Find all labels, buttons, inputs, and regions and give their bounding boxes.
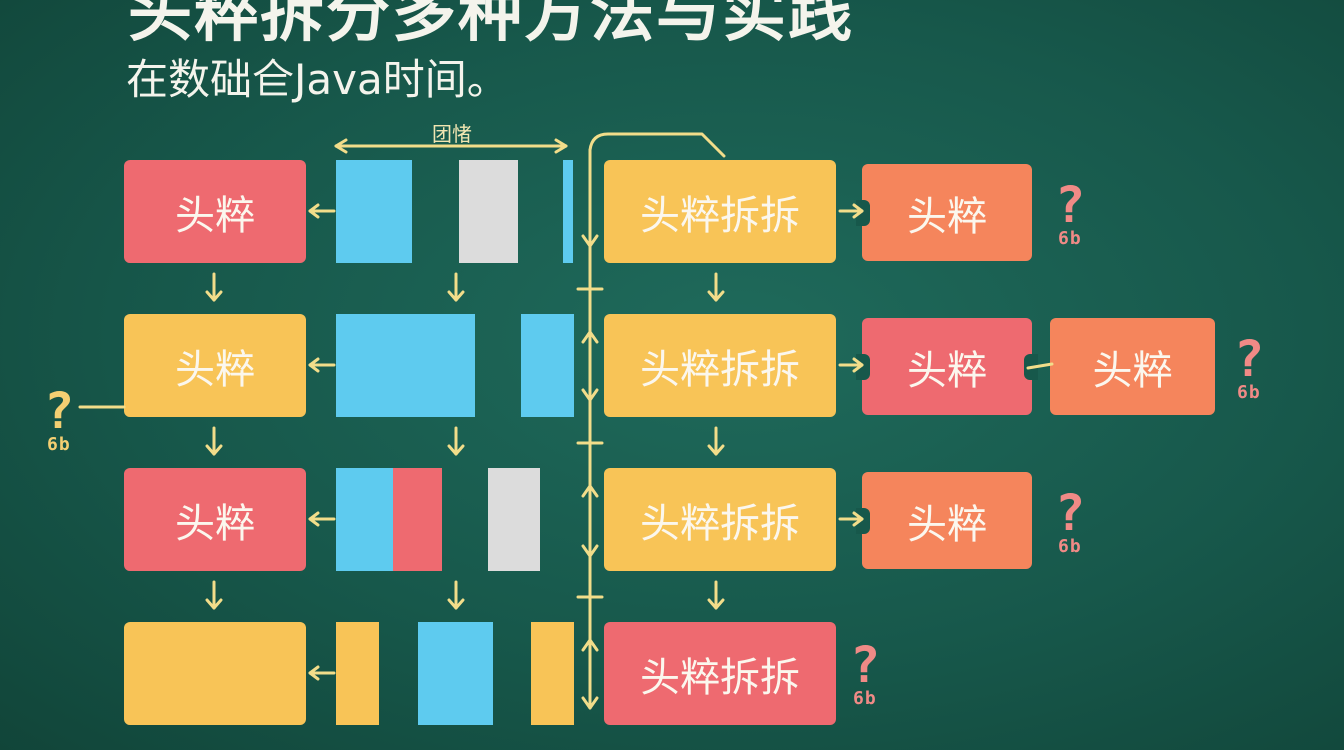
block-strip bbox=[488, 468, 540, 571]
page-title: 头粹拆分多种方法与实践 bbox=[128, 0, 854, 51]
block-strip bbox=[336, 468, 393, 571]
block-strip bbox=[336, 314, 475, 417]
question-sub-label: 6b bbox=[47, 434, 71, 455]
question-sub-label: 6b bbox=[1237, 382, 1261, 403]
block-strip bbox=[393, 468, 442, 571]
block-strip bbox=[336, 160, 412, 263]
question-icon: ? bbox=[850, 636, 881, 694]
result-box-row3: 头粹 bbox=[856, 472, 1032, 569]
question-icon: ? bbox=[1055, 176, 1086, 234]
block-strip bbox=[531, 622, 574, 725]
block-strip bbox=[459, 160, 518, 263]
question-icon: ? bbox=[1234, 330, 1265, 388]
result-box-row2-a: 头粹 bbox=[856, 318, 1038, 415]
question-sub-label: 6b bbox=[1058, 228, 1082, 249]
question-sub-label: 6b bbox=[853, 688, 877, 709]
result-box-row1: 头粹 bbox=[856, 164, 1032, 261]
left-box-4 bbox=[124, 622, 306, 725]
page-subtitle: 在数础仺Java时间。 bbox=[126, 55, 509, 104]
middle-box-4: 头粹拆拆 bbox=[604, 622, 836, 725]
left-box-2: 头粹 bbox=[124, 314, 306, 417]
result-box-row2-b: 头粹 bbox=[1050, 318, 1215, 415]
block-strip bbox=[563, 160, 573, 263]
block-strip bbox=[336, 622, 379, 725]
middle-box-1: 头粹拆拆 bbox=[604, 160, 836, 263]
measure-arrow-left bbox=[334, 138, 348, 154]
measure-arrow-right bbox=[554, 138, 568, 154]
middle-box-2: 头粹拆拆 bbox=[604, 314, 836, 417]
block-strip bbox=[418, 622, 493, 725]
middle-box-3: 头粹拆拆 bbox=[604, 468, 836, 571]
question-icon: ? bbox=[44, 382, 75, 440]
left-box-1: 头粹 bbox=[124, 160, 306, 263]
question-sub-label: 6b bbox=[1058, 536, 1082, 557]
left-box-3: 头粹 bbox=[124, 468, 306, 571]
measure-label: 团㥩 bbox=[432, 122, 472, 146]
block-strip bbox=[521, 314, 574, 417]
question-icon: ? bbox=[1055, 484, 1086, 542]
